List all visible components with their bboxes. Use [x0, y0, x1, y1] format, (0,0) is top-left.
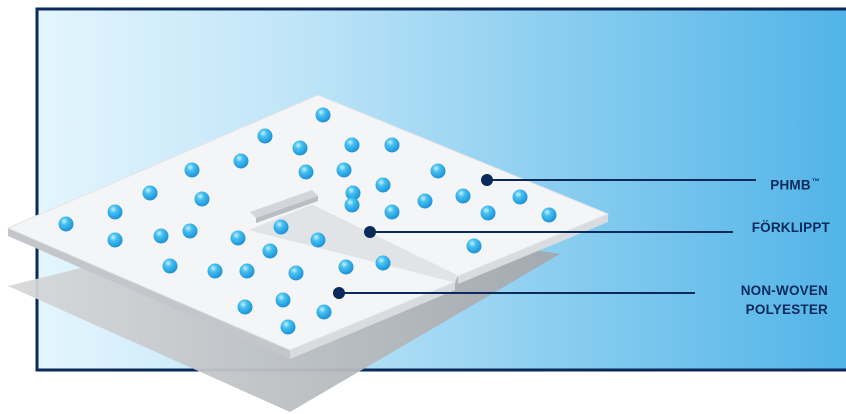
antimicrobial-dot-icon [344, 137, 360, 153]
label-nonwoven-line1: NON-WOVEN [740, 283, 828, 298]
trademark-mark: ™ [811, 177, 820, 186]
antimicrobial-dot-icon [230, 230, 246, 246]
antimicrobial-dot-icon [384, 204, 400, 220]
label-phmb: PHMB™ [770, 172, 820, 195]
antimicrobial-dot-icon [466, 238, 482, 254]
antimicrobial-dot-icon [336, 162, 352, 178]
antimicrobial-dot-icon [280, 319, 296, 335]
antimicrobial-dot-icon [107, 232, 123, 248]
antimicrobial-dot-icon [298, 164, 314, 180]
antimicrobial-dot-icon [153, 228, 169, 244]
leader-lines [333, 174, 756, 299]
pad-edge-left [8, 228, 290, 359]
label-nonwoven-line2: POLYESTER [745, 302, 828, 317]
antimicrobial-dot-icon [345, 185, 361, 201]
leader-dot-forklippt [364, 226, 376, 238]
antimicrobial-dot-icon [316, 304, 332, 320]
antimicrobial-dot-icon [375, 255, 391, 271]
label-phmb-text: PHMB [770, 177, 811, 193]
precut-channel [250, 205, 458, 282]
antimicrobial-dot-icon [257, 128, 273, 144]
antimicrobial-dot-icon [58, 216, 74, 232]
antimicrobial-dot-icon [184, 162, 200, 178]
antimicrobial-dot-icon [162, 258, 178, 274]
antimicrobial-dot-icon [207, 263, 223, 279]
antimicrobial-dot-icon [512, 189, 528, 205]
antimicrobial-dot-icon [541, 207, 557, 223]
antimicrobial-dot-icon [237, 299, 253, 315]
antimicrobial-dot-icon [384, 137, 400, 153]
pad-edge-right-lower [290, 282, 455, 359]
antimicrobial-dot-icon [273, 219, 289, 235]
antimicrobial-dot-icon [288, 265, 304, 281]
phmb-dots [58, 107, 557, 335]
antimicrobial-dot-icon [430, 163, 446, 179]
antimicrobial-dot-icon [375, 177, 391, 193]
antimicrobial-dot-icon [194, 191, 210, 207]
antimicrobial-dot-icon [338, 259, 354, 275]
antimicrobial-dot-icon [233, 153, 249, 169]
antimicrobial-dot-icon [455, 188, 471, 204]
precut-slit [250, 190, 318, 218]
leader-dot-nonwoven [333, 287, 345, 299]
antimicrobial-dot-icon [262, 243, 278, 259]
antimicrobial-dot-icon [182, 223, 198, 239]
antimicrobial-dot-icon [344, 197, 360, 213]
antimicrobial-dot-icon [107, 204, 123, 220]
antimicrobial-dot-icon [239, 263, 255, 279]
precut-slit-edge [256, 196, 318, 223]
antimicrobial-dot-icon [480, 205, 496, 221]
antimicrobial-dot-icon [315, 107, 331, 123]
antimicrobial-dot-icon [275, 292, 291, 308]
antimicrobial-dot-icon [292, 140, 308, 156]
leader-dot-phmb [481, 174, 493, 186]
antimicrobial-dot-icon [417, 193, 433, 209]
label-nonwoven-polyester: NON-WOVEN POLYESTER [741, 281, 828, 319]
label-forklippt: FÖRKLIPPT [751, 220, 830, 235]
antimicrobial-dot-icon [142, 185, 158, 201]
antimicrobial-dot-icon [310, 232, 326, 248]
